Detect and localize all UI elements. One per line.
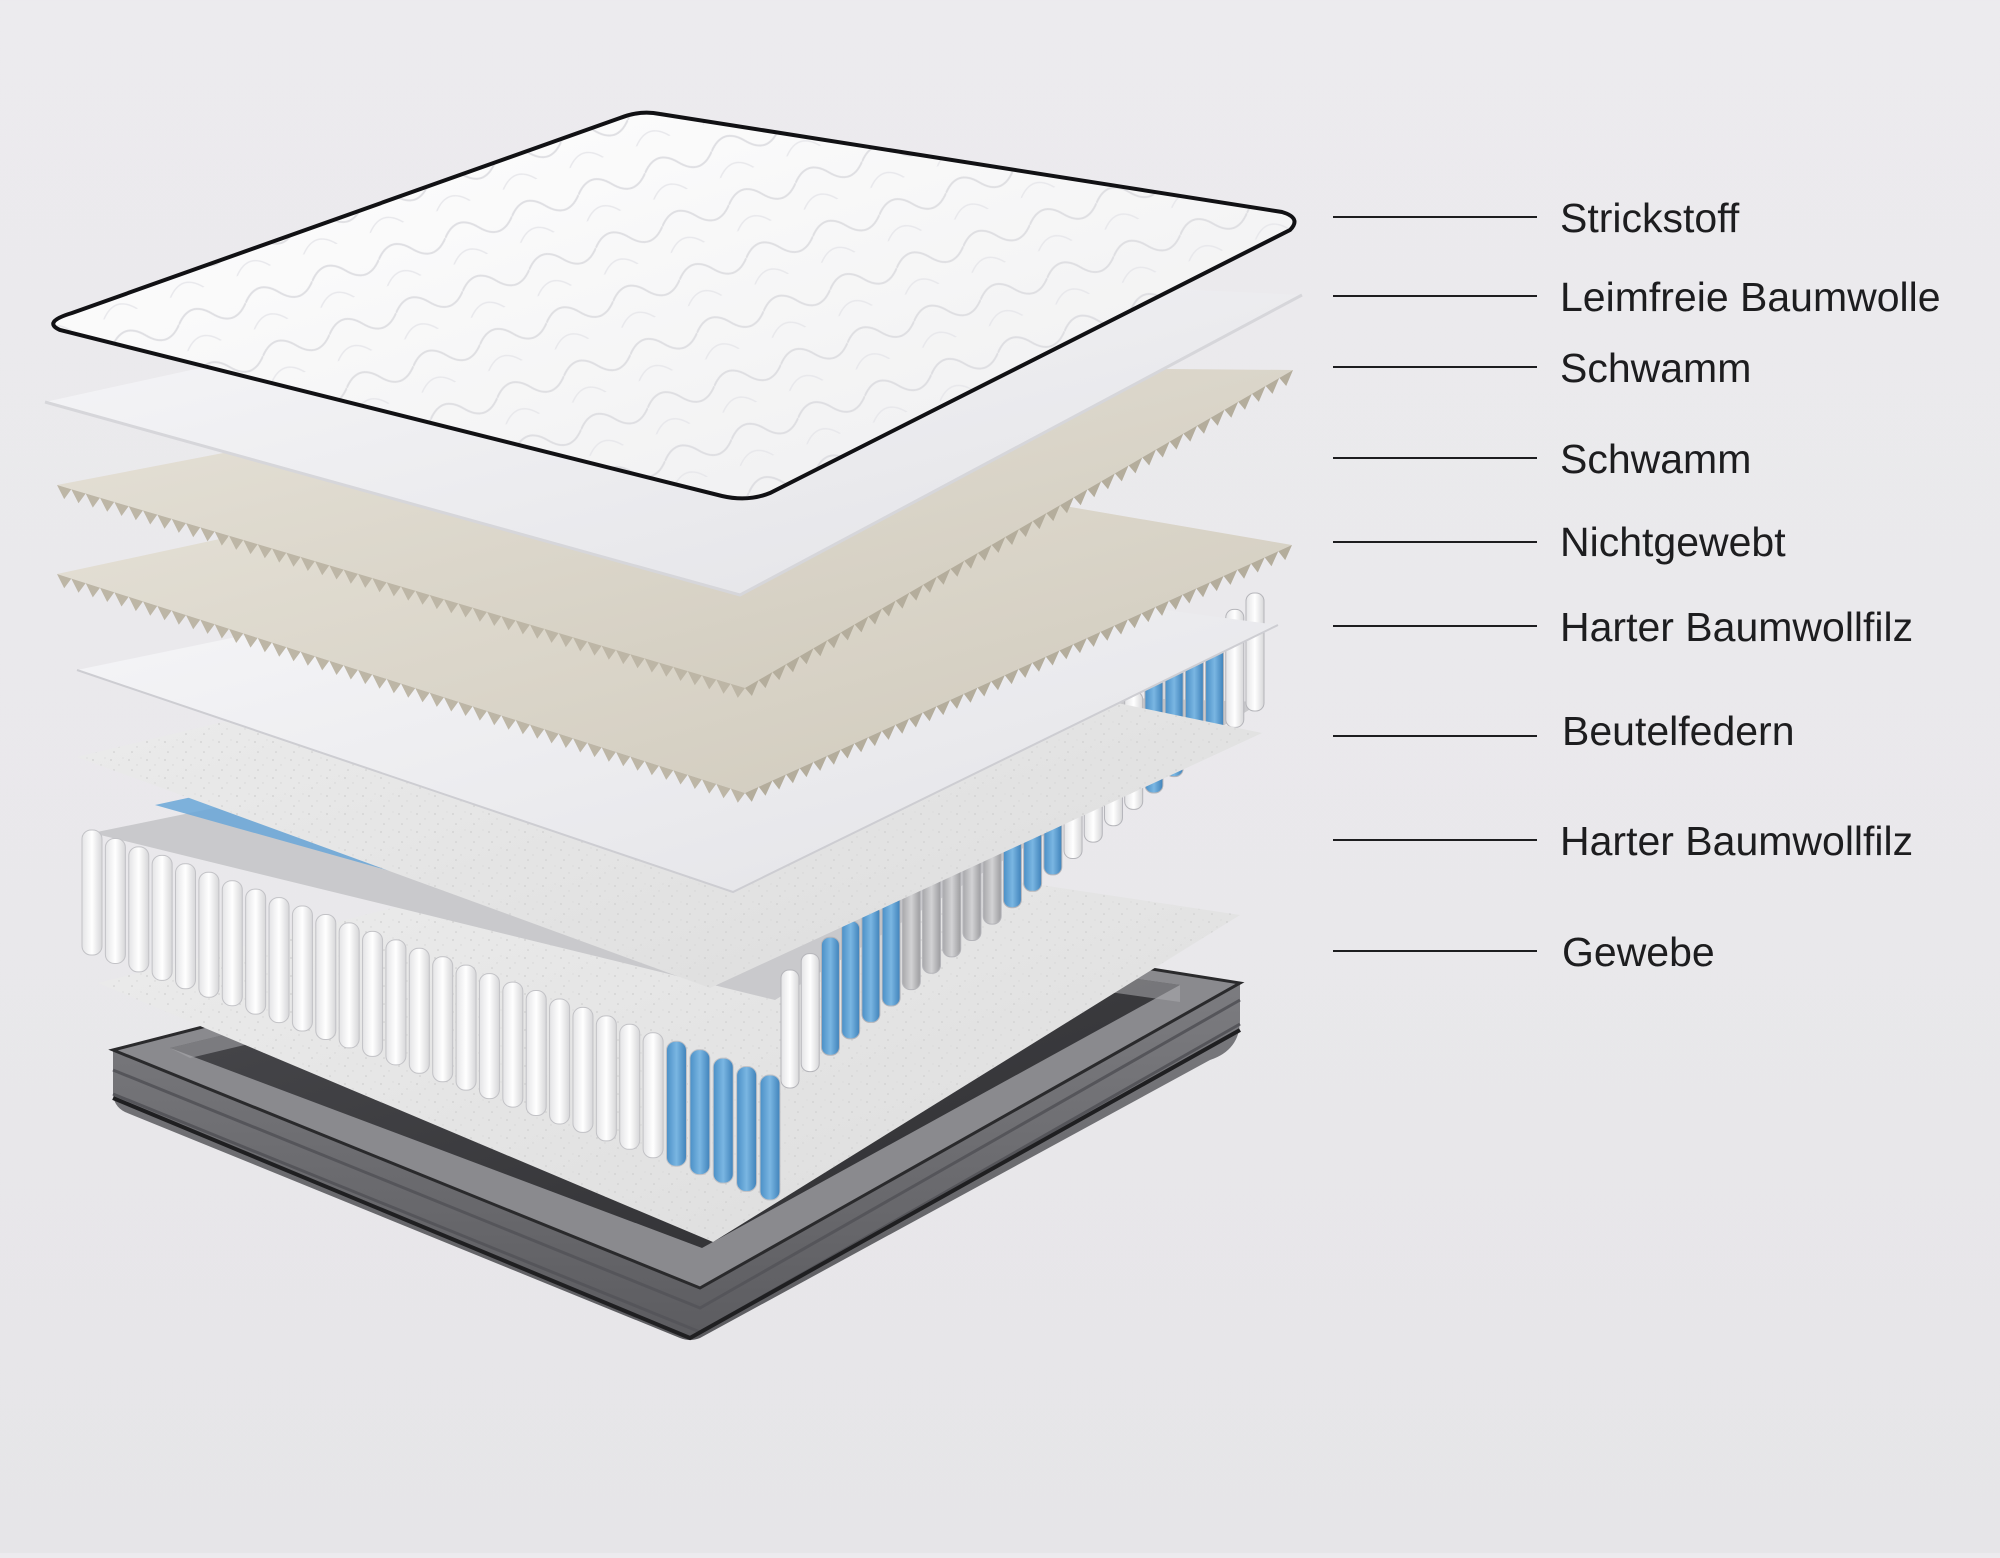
label-strickstoff: Strickstoff	[1560, 195, 1740, 241]
label-schwamm-2: Schwamm	[1560, 436, 1752, 482]
spring-front	[104, 837, 126, 964]
label-gewebe: Gewebe	[1562, 929, 1715, 975]
base-bottom-edge	[112, 1028, 1241, 1341]
spring-front	[362, 930, 384, 1057]
spring-front	[455, 964, 477, 1091]
spring-front	[291, 905, 313, 1032]
nonwoven-edge	[76, 624, 1279, 894]
spring-front	[572, 1006, 594, 1133]
spring-side	[800, 953, 820, 1073]
label-harter-baumwollfilz-1: Harter Baumwollfilz	[1560, 604, 1914, 650]
spring-side	[861, 903, 881, 1023]
spring-front	[712, 1057, 734, 1184]
label-harter-baumwollfilz-2: Harter Baumwollfilz	[1560, 818, 1914, 864]
spring-front	[198, 871, 220, 998]
spring-front	[221, 880, 243, 1007]
spring-front	[268, 897, 290, 1024]
spring-front	[736, 1066, 758, 1193]
spring-front	[665, 1040, 687, 1167]
label-schwamm-1: Schwamm	[1560, 345, 1752, 391]
layer-foam-lower-zigzag-left	[57, 574, 745, 803]
spring-front	[81, 829, 103, 956]
spring-front	[432, 956, 454, 1083]
spring-front	[619, 1023, 641, 1150]
spring-side	[841, 920, 861, 1040]
spring-front	[151, 854, 173, 981]
spring-front	[245, 888, 267, 1015]
spring-front	[549, 998, 571, 1125]
spring-front	[689, 1049, 711, 1176]
spring-side	[820, 936, 840, 1056]
spring-front	[642, 1032, 664, 1159]
cotton-edge	[44, 293, 1303, 597]
label-nichtgewebt: Nichtgewebt	[1560, 519, 1786, 565]
base-seam	[112, 998, 1241, 1310]
spring-front	[338, 922, 360, 1049]
label-beutelfedern: Beutelfedern	[1562, 708, 1795, 754]
spring-side	[1245, 592, 1265, 712]
layer-foam-upper-zigzag-left	[57, 485, 745, 698]
spring-front	[408, 947, 430, 1074]
spring-front	[385, 939, 407, 1066]
spring-side	[780, 969, 800, 1089]
knit-quilt-pattern	[53, 112, 1295, 499]
spring-front	[525, 990, 547, 1117]
spring-front	[128, 846, 150, 973]
label-leimfreie-baumwolle: Leimfreie Baumwolle	[1560, 274, 1941, 320]
spring-front	[315, 913, 337, 1040]
layer-knit-top	[51, 110, 1297, 501]
spring-front	[595, 1015, 617, 1142]
spring-front	[502, 981, 524, 1108]
spring-front	[759, 1074, 781, 1201]
spring-front	[478, 973, 500, 1100]
knit-piping	[51, 110, 1297, 501]
spring-front	[175, 863, 197, 990]
